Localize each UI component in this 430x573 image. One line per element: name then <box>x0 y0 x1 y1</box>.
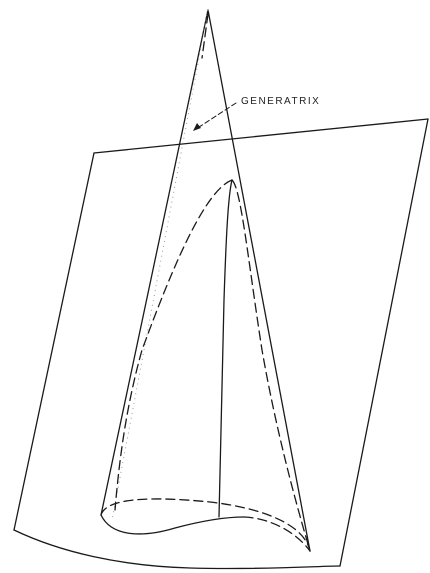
parabola-visible-edge <box>218 179 233 518</box>
generatrix-label: GENERATRIX <box>241 96 320 107</box>
plane-left-edge <box>13 152 95 531</box>
plane-bottom-edge <box>13 529 341 570</box>
cone-hidden-back-line <box>111 9 209 521</box>
generatrix-callout: GENERATRIX <box>193 96 320 131</box>
parabola-section <box>114 179 311 552</box>
plane-top-edge <box>93 118 429 154</box>
generatrix-arrowhead-icon <box>193 123 201 131</box>
cone <box>100 9 311 552</box>
cone-apex-dashed <box>201 13 209 59</box>
cutting-plane <box>13 118 429 570</box>
generatrix-leader-line <box>195 102 237 130</box>
cone-left-generatrix <box>100 9 209 516</box>
parabola-hidden-left <box>114 179 233 511</box>
cone-base-back <box>100 498 311 552</box>
cone-base-front-right <box>243 516 311 552</box>
cone-right-generatrix <box>207 9 311 552</box>
plane-right-edge <box>339 118 429 567</box>
parabola-hidden-right <box>231 179 311 552</box>
cone-base-front <box>100 514 245 535</box>
